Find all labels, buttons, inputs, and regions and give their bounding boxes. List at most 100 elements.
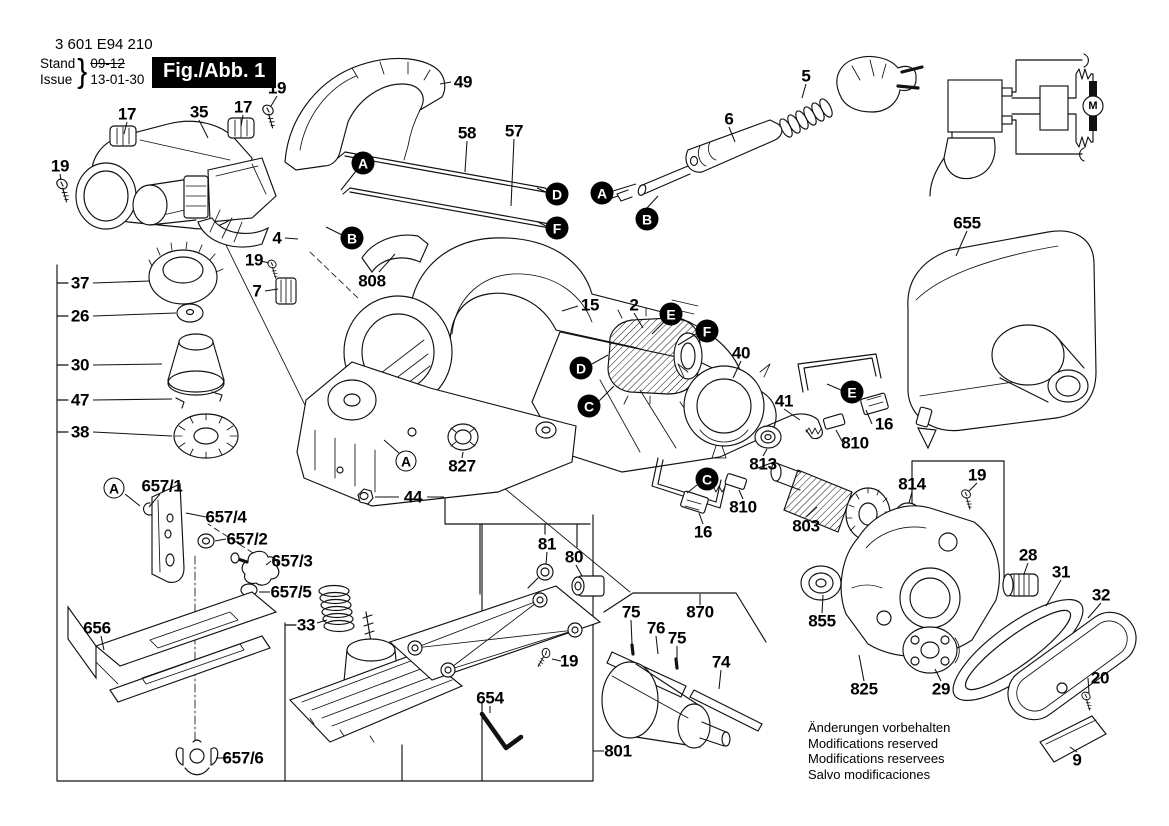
part-label-657-1: 657/1	[141, 476, 183, 496]
bearing-855	[800, 565, 842, 601]
part-label-9: 9	[1072, 750, 1082, 770]
part-label-16: 16	[693, 522, 713, 542]
part-label-810: 810	[841, 433, 869, 453]
part-label-801: 801	[604, 741, 632, 761]
part-label-15: 15	[580, 295, 600, 315]
note-line: Salvo modificaciones	[808, 766, 931, 782]
part-label-827: 827	[448, 456, 476, 476]
part-label-17: 17	[233, 97, 253, 117]
part-label-19: 19	[267, 78, 287, 98]
part-label-870: 870	[686, 602, 714, 622]
callout-f-filled: F	[695, 319, 719, 343]
callout-c-filled: C	[695, 467, 719, 491]
leader-lines	[59, 81, 1102, 759]
part-label-4: 4	[272, 228, 282, 248]
callout-b-filled: B	[340, 226, 364, 250]
part-label-31: 31	[1051, 562, 1071, 582]
cutter-drum-group	[601, 643, 763, 749]
part-label-49: 49	[453, 72, 473, 92]
issue-label: Issue	[40, 72, 73, 87]
part-label-33: 33	[296, 615, 316, 635]
fence-group	[67, 483, 280, 776]
part-label-7: 7	[252, 281, 262, 301]
wing-nut-657-6	[175, 739, 219, 776]
note-line: Änderungen vorbehalten	[808, 720, 951, 735]
callout-d-filled: D	[569, 356, 593, 380]
part-label-20: 20	[1090, 668, 1110, 688]
part-label-75: 75	[621, 602, 641, 622]
spring-33	[318, 584, 355, 633]
wiring-schematic	[929, 53, 1104, 197]
part-label-81: 81	[537, 534, 557, 554]
pulley-29	[902, 626, 960, 674]
callout-c-filled: C	[577, 394, 601, 418]
front-sole-plate	[288, 611, 464, 743]
part-label-47: 47	[70, 390, 90, 410]
part-label-19: 19	[559, 651, 579, 671]
part-label-41: 41	[774, 391, 794, 411]
callout-e-filled: E	[840, 380, 864, 404]
motor-symbol-label: M	[1088, 100, 1098, 112]
part-label-855: 855	[808, 611, 836, 631]
callout-b-filled: B	[635, 207, 659, 231]
part-label-17: 17	[117, 104, 137, 124]
part-label-35: 35	[189, 102, 209, 122]
brush-lower	[651, 457, 748, 514]
belt-cover-32	[1007, 611, 1137, 721]
part-label-654: 654	[476, 688, 504, 708]
part-label-825: 825	[850, 679, 878, 699]
rear-sole-plate	[388, 563, 605, 681]
callout-d-filled: D	[545, 182, 569, 206]
part-label-75: 75	[667, 628, 687, 648]
callout-a-filled: A	[590, 181, 614, 205]
part-label-37: 37	[70, 273, 90, 293]
switch-assembly	[132, 157, 297, 305]
part-label-803: 803	[792, 516, 820, 536]
pulley-28	[1002, 573, 1039, 597]
part-label-16: 16	[874, 414, 894, 434]
callout-a-outline: A	[103, 477, 125, 499]
part-label-74: 74	[711, 652, 731, 672]
part-label-38: 38	[70, 422, 90, 442]
part-label-19: 19	[50, 156, 70, 176]
callout-a-filled: A	[351, 151, 375, 175]
bearing-827	[447, 423, 479, 451]
part-label-29: 29	[931, 679, 951, 699]
adjust-rods	[337, 151, 555, 229]
callout-e-filled: E	[659, 302, 683, 326]
armature	[757, 461, 979, 546]
part-label-26: 26	[70, 306, 90, 326]
brace-glyph: }	[77, 53, 88, 90]
part-label-657-5: 657/5	[270, 582, 312, 602]
part-label-6: 6	[724, 109, 734, 129]
note-line: Modifications reservees	[808, 751, 945, 766]
part-label-657-4: 657/4	[205, 507, 247, 527]
part-label-40: 40	[731, 343, 751, 363]
part-label-28: 28	[1018, 545, 1038, 565]
stator	[607, 307, 703, 405]
part-label-2: 2	[629, 295, 639, 315]
deflector-808	[361, 234, 429, 273]
handle-cover	[284, 57, 446, 171]
part-label-810: 810	[729, 497, 757, 517]
part-label-5: 5	[801, 66, 811, 86]
stand-value: 09-12	[90, 56, 125, 71]
bearing-813	[754, 425, 782, 449]
part-label-76: 76	[646, 618, 666, 638]
power-cord	[605, 55, 924, 202]
part-label-30: 30	[70, 355, 90, 375]
nut-44	[357, 488, 374, 505]
part-label-808: 808	[358, 271, 386, 291]
adjust-knob-stack	[148, 241, 239, 459]
callout-a-outline: A	[395, 450, 417, 472]
wire-clip-41	[761, 413, 823, 440]
dust-bag	[907, 230, 1097, 450]
part-label-655: 655	[953, 213, 981, 233]
note-line: Modifications reserved	[808, 735, 939, 751]
fan-guard	[677, 363, 771, 459]
issue-value: 13-01-30	[90, 72, 145, 87]
hex-key	[479, 711, 524, 751]
stand-label: Stand	[40, 56, 76, 71]
brush-upper	[797, 353, 889, 435]
